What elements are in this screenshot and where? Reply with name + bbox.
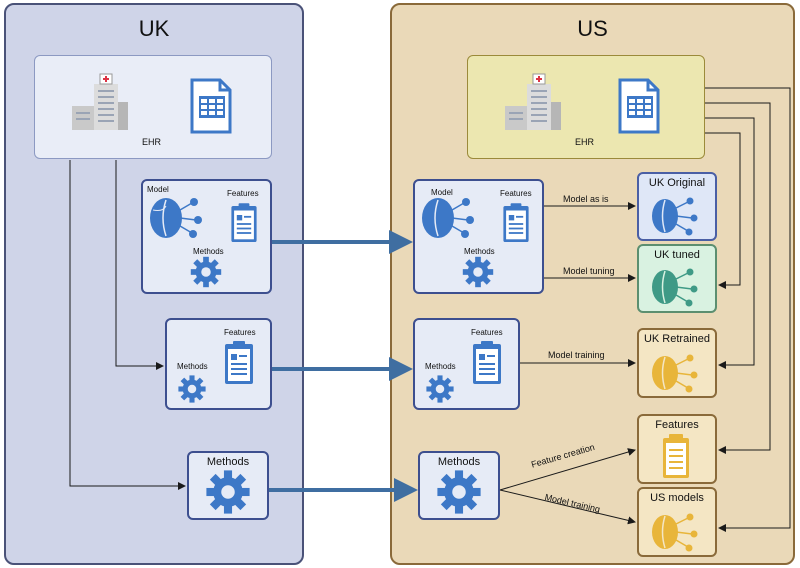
uk-original-title: UK Original xyxy=(648,177,706,189)
uk-methods-label: Methods xyxy=(206,456,250,468)
uk-tuned-box xyxy=(637,244,717,313)
uk-original-box xyxy=(637,172,717,241)
brain-network-icon xyxy=(422,198,474,238)
model-tuning-label: Model tuning xyxy=(563,266,615,276)
us-models-box xyxy=(637,487,717,557)
us-methods-label: Methods xyxy=(437,456,481,468)
gear-icon xyxy=(437,470,481,514)
uk-features-label: Features xyxy=(224,328,256,337)
clipboard-icon xyxy=(473,341,501,384)
uk-tuned-title: UK tuned xyxy=(654,249,700,261)
model-training-2-connector xyxy=(499,489,636,525)
us-title: US xyxy=(577,16,608,41)
brain-network-icon xyxy=(652,513,698,552)
feature-creation-connector xyxy=(499,448,636,491)
us-model-label: Model xyxy=(431,188,453,197)
brain-network-icon xyxy=(150,198,202,238)
spreadsheet-icon xyxy=(190,78,232,134)
clipboard-icon xyxy=(231,203,257,242)
ehr-feed-uk-tuned xyxy=(705,132,741,289)
uk-model-features-label: Features xyxy=(227,189,259,198)
gear-icon xyxy=(462,256,494,288)
us-features-label: Features xyxy=(471,328,503,337)
clipboard-icon xyxy=(663,434,689,478)
hospital-icon xyxy=(504,73,562,131)
uk-retrained-box xyxy=(637,328,717,398)
model-as-is-label: Model as is xyxy=(563,194,609,204)
spreadsheet-icon xyxy=(618,78,660,134)
uk-model-label: Model xyxy=(147,185,169,194)
brain-network-icon xyxy=(652,268,698,307)
model-training-label: Model training xyxy=(548,350,605,360)
hospital-icon xyxy=(71,73,129,131)
us-models-title: US models xyxy=(650,492,704,504)
uk-title: UK xyxy=(138,16,170,41)
gear-icon xyxy=(178,375,206,403)
uk-ehr-to-methods-connector xyxy=(69,160,186,490)
features-output-title: Features xyxy=(655,419,699,431)
gear-icon xyxy=(206,470,250,514)
uk-model-methods-label: Methods xyxy=(193,247,224,256)
us-ehr-label: EHR xyxy=(575,137,595,147)
uk-retrained-title: UK Retrained xyxy=(643,333,711,345)
brain-network-icon xyxy=(652,197,698,236)
uk-ehr-label: EHR xyxy=(142,137,162,147)
us-model-features-label: Features xyxy=(500,189,532,198)
gear-icon xyxy=(426,375,454,403)
clipboard-icon xyxy=(225,341,253,384)
clipboard-icon xyxy=(503,203,529,242)
us-features-methods-label: Methods xyxy=(425,362,456,371)
ehr-feed-features xyxy=(705,102,771,454)
uk-features-methods-label: Methods xyxy=(177,362,208,371)
ehr-feed-uk-retrained xyxy=(705,117,755,369)
ehr-feed-us-models xyxy=(705,87,791,532)
us-model-methods-label: Methods xyxy=(464,247,495,256)
us-features-box xyxy=(413,318,520,410)
uk-ehr-to-features-connector xyxy=(115,160,164,370)
brain-network-icon xyxy=(652,354,698,393)
gear-icon xyxy=(190,256,222,288)
